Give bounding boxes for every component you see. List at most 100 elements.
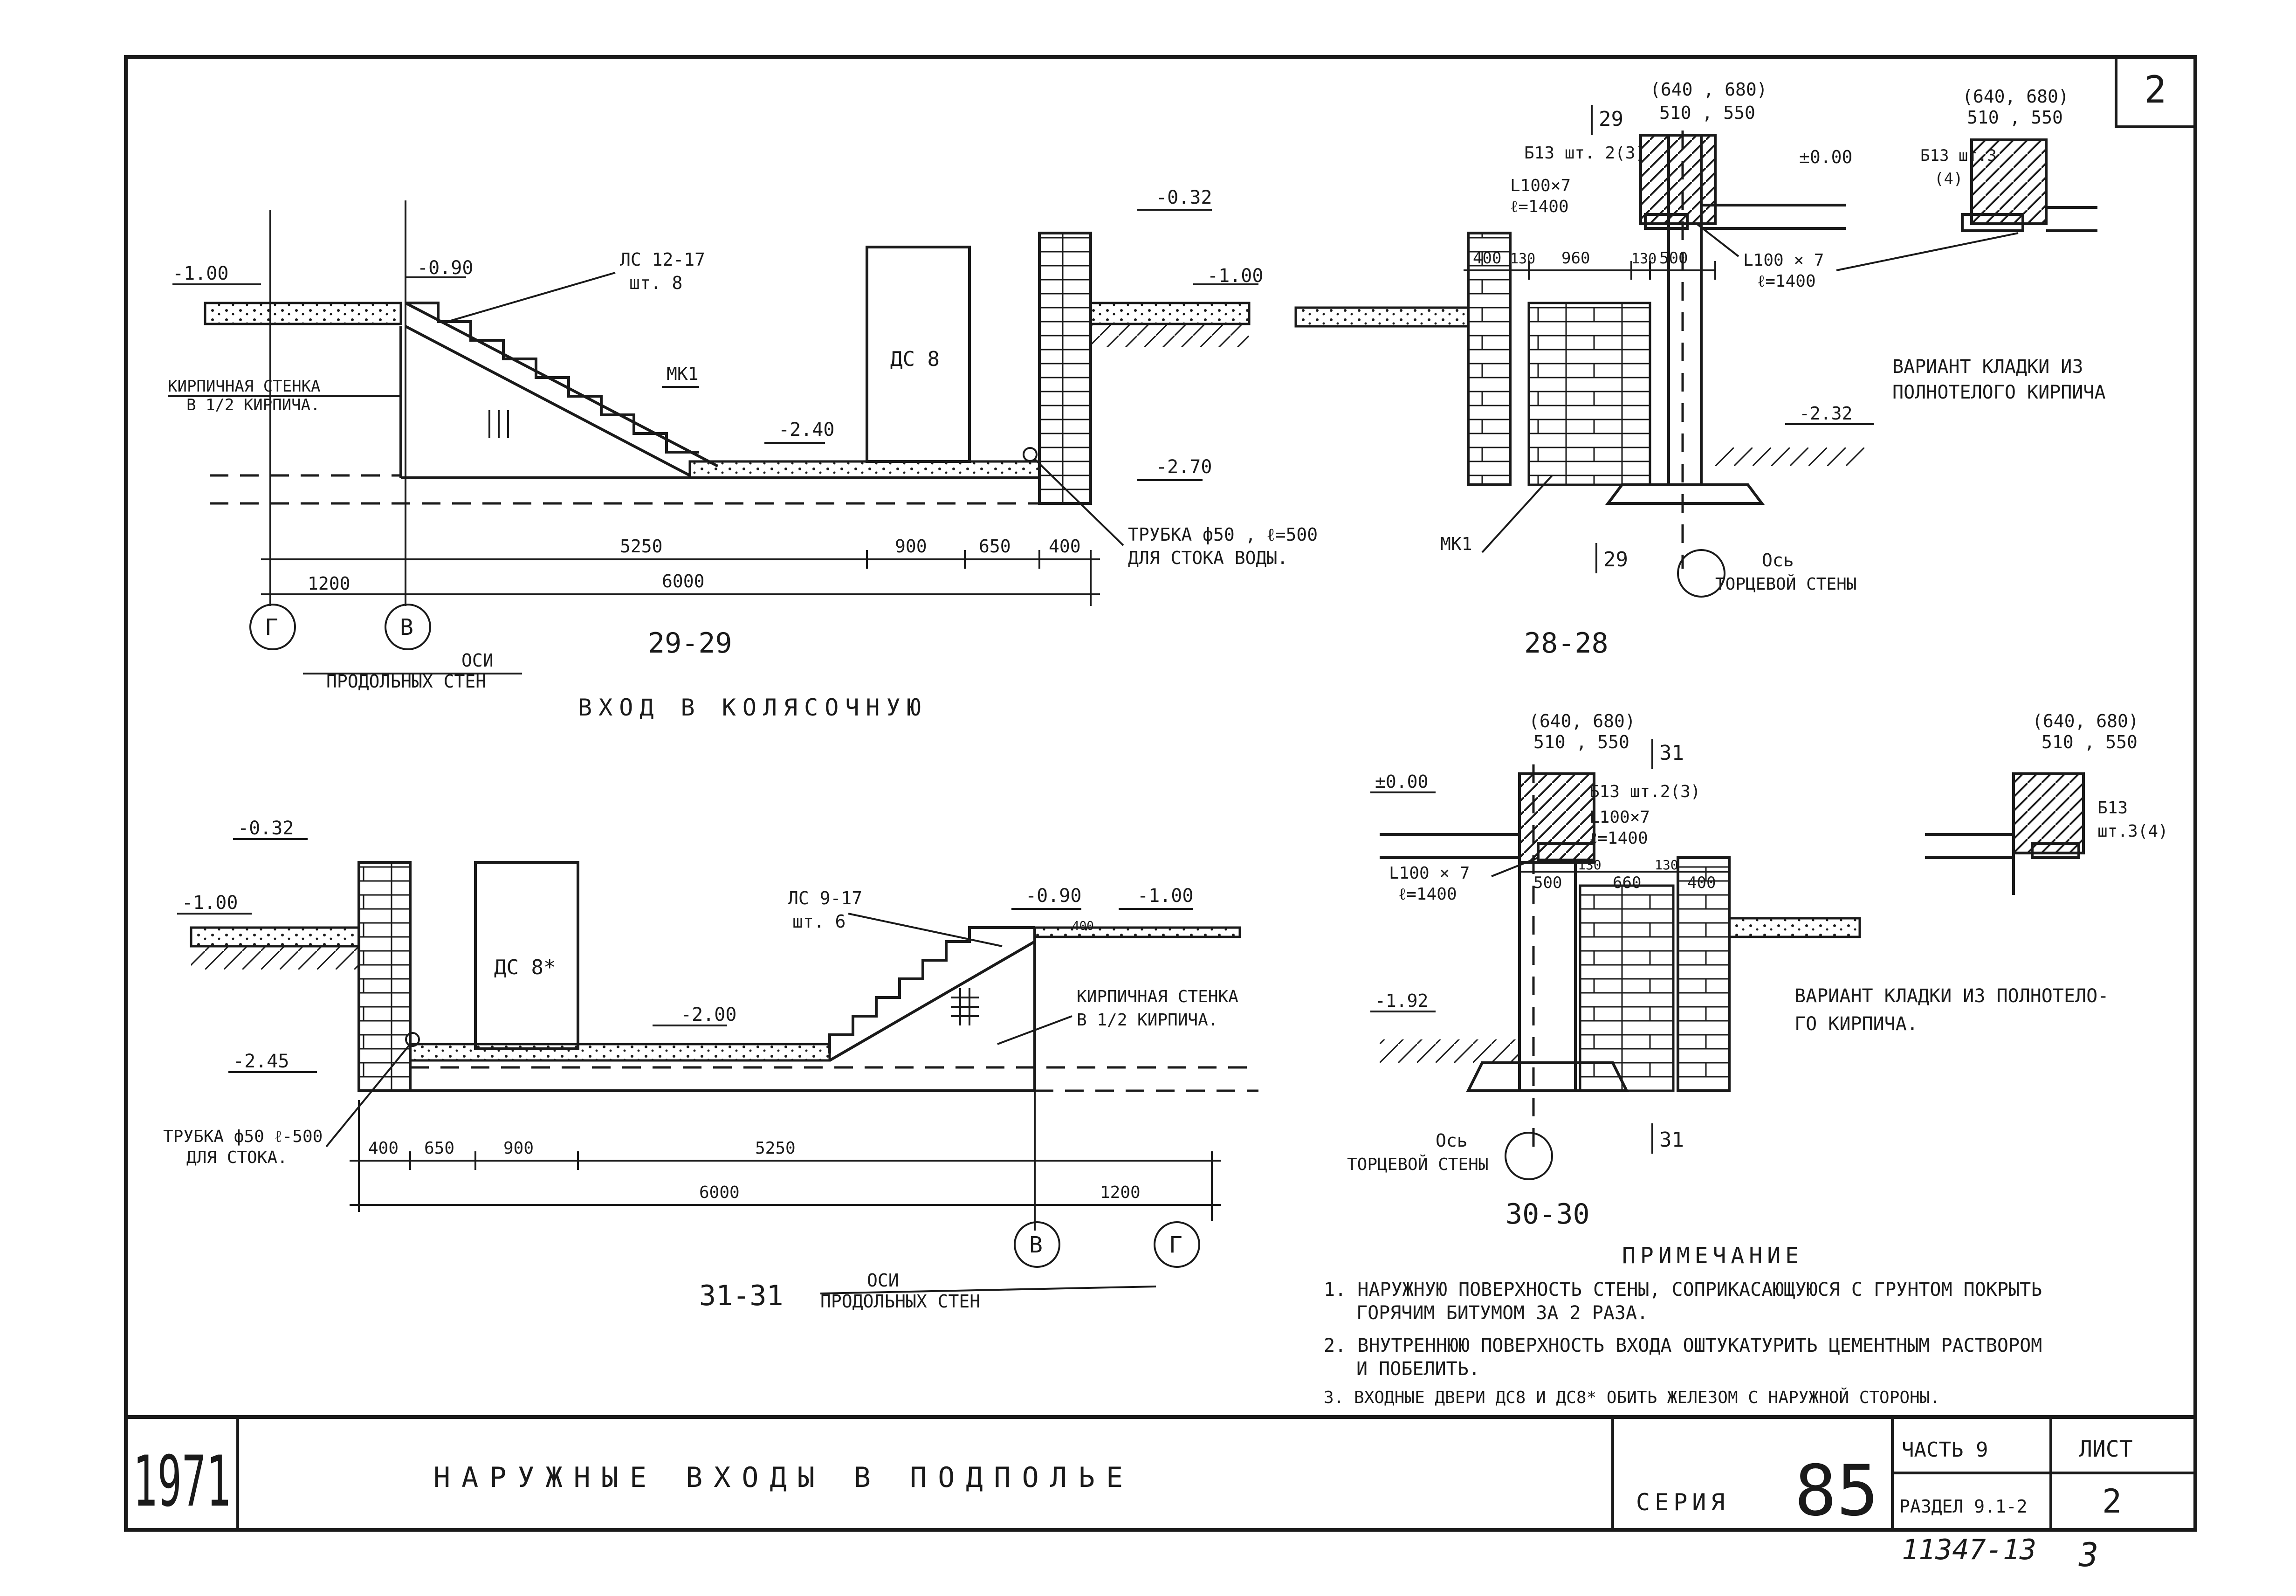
l100rb-28: ℓ=1400 xyxy=(1757,272,1816,291)
end-wall xyxy=(1038,232,1092,505)
ground-28 xyxy=(1294,306,1470,328)
series-label: СЕРИЯ xyxy=(1636,1489,1730,1516)
notes: ПРИМЕЧАНИЕ 1. НАРУЖНУЮ ПОВЕРХНОСТЬ СТЕНЫ… xyxy=(1324,1243,2042,1407)
b13-30: Б13 шт.2(3) xyxy=(1589,782,1700,801)
lc-label: ЛС 12-17 xyxy=(620,249,705,270)
wall-31-leader xyxy=(997,1015,1072,1045)
dim30-660: 660 xyxy=(1613,874,1641,892)
axis-label-28: Ось xyxy=(1762,550,1794,571)
stair-31 xyxy=(828,926,1035,1053)
l100l-leader xyxy=(1491,857,1539,877)
axis-g: Г xyxy=(265,614,278,640)
axis-bubble-g xyxy=(249,604,296,650)
dim31-650: 650 xyxy=(424,1139,454,1158)
masonry-28 xyxy=(1639,134,1717,225)
ground-fill-left xyxy=(204,302,402,325)
dim-650: 650 xyxy=(979,536,1011,557)
notes-title: ПРИМЕЧАНИЕ xyxy=(1622,1243,1803,1269)
footer-code: 11347-13 xyxy=(1902,1534,2036,1566)
section-title-28: 28-28 xyxy=(1524,627,1609,660)
section-label: РАЗДЕЛ 9.1-2 xyxy=(1899,1496,2028,1517)
stair-profile xyxy=(406,302,699,454)
brick-wall-30 xyxy=(1677,856,1731,1092)
note-2b: И ПОБЕЛИТЬ. xyxy=(1356,1358,1480,1380)
dim30-500: 500 xyxy=(1533,874,1562,892)
door-ds8-label: ДС 8 xyxy=(890,347,940,371)
wall-label: КИРПИЧНАЯ СТЕНКА xyxy=(168,377,321,396)
level-r-28: -2.32 xyxy=(1799,403,1852,424)
soil-30 xyxy=(1380,1039,1519,1063)
masonry-30 xyxy=(1518,772,1595,864)
lc-qty: шт. 8 xyxy=(629,273,682,293)
dim28-130b: 130 xyxy=(1631,251,1657,267)
dim28-960: 960 xyxy=(1561,249,1590,268)
levels-31: -0.32 -1.00 -0.90 -1.00 -2.00 -2.45 xyxy=(177,818,1193,1073)
axis-bubble-v xyxy=(385,604,431,650)
note-2: 2. ВНУТРЕННЮЮ ПОВЕРХНОСТЬ ВХОДА ОШТУКАТУ… xyxy=(1324,1335,2042,1356)
section-30-30: (640, 680) 510 , 550 31 31 Б13 шт.2(3) L… xyxy=(1347,711,1861,1231)
section-29-29: ДС 8 -1.00 -0.90 -2.40 -0.32 -1.00 -2.70… xyxy=(168,187,1318,721)
dims-30: 500 130 660 130 400 xyxy=(1519,857,1729,892)
l100lb-30: ℓ=1400 xyxy=(1398,885,1457,904)
section-title-31: 31-31 xyxy=(699,1280,784,1312)
variant-2: (640, 680) 510 , 550 Б13 шт.3(4) ВАРИАНТ… xyxy=(1794,711,2168,1035)
drain-pipe xyxy=(1023,447,1038,462)
variant2-b13b: шт.3(4) xyxy=(2097,822,2168,841)
cut-31-top: 31 xyxy=(1659,741,1684,765)
level-2: -0.90 xyxy=(417,257,473,279)
axis-bubble-28 xyxy=(1677,549,1725,598)
dim31-400: 400 xyxy=(368,1139,399,1158)
axes-label: ОСИ xyxy=(461,650,494,671)
level31-6: -2.45 xyxy=(233,1051,289,1072)
dimension-chain: 5250 900 650 400 1200 6000 xyxy=(261,536,1100,606)
axis-label2-28: ТОРЦЕВОЙ СТЕНЫ xyxy=(1715,574,1856,594)
variant1-dims2: 510 , 550 xyxy=(1967,107,2063,128)
brick-marks xyxy=(488,410,509,438)
lintel-30 xyxy=(1537,842,1595,861)
sheet-number: 2 xyxy=(2144,68,2166,111)
variant2-lintel xyxy=(2031,842,2080,859)
dim31-900: 900 xyxy=(503,1139,534,1158)
part-label: ЧАСТЬ 9 xyxy=(1902,1438,1988,1462)
axes-31-label: ОСИ xyxy=(867,1270,899,1291)
level-3: -2.40 xyxy=(778,419,834,440)
pipe-label: ТРУБКА ф50 , ℓ=500 xyxy=(1128,524,1318,545)
ground-31-right xyxy=(1033,926,1241,938)
l100r-28: L100 × 7 xyxy=(1743,251,1824,270)
soil-31-left xyxy=(191,946,359,970)
pipe-31: ТРУБКА ф50 ℓ-500 xyxy=(163,1127,323,1146)
level31-3: -0.90 xyxy=(1025,885,1081,907)
b13-28: Б13 шт. 2(3) xyxy=(1524,144,1645,163)
footer-num: 3 xyxy=(2078,1536,2098,1574)
axis-v: В xyxy=(400,614,413,640)
stair-underside xyxy=(405,325,691,477)
dim-900: 900 xyxy=(895,536,927,557)
axes-31-label2: ПРОДОЛЬНЫХ СТЕН xyxy=(820,1291,980,1312)
dims-31: 400 650 900 5250 6000 1200 xyxy=(350,1100,1221,1212)
note-1b: ГОРЯЧИМ БИТУМОМ ЗА 2 РАЗА. xyxy=(1356,1302,1648,1324)
variant1-dims: (640, 680) xyxy=(1962,86,2069,107)
level31-5: -2.00 xyxy=(681,1004,736,1025)
axis31-g: Г xyxy=(1169,1232,1182,1258)
axis31-v: В xyxy=(1029,1232,1043,1258)
h400-31: 400 xyxy=(1072,919,1094,933)
wall-31b: В 1/2 КИРПИЧА. xyxy=(1077,1011,1218,1030)
axis-bubble-30 xyxy=(1505,1132,1553,1180)
section-caption-29: ВХОД В КОЛЯСОЧНУЮ xyxy=(578,694,928,721)
variant2-b13: Б13 xyxy=(2097,798,2128,818)
l100-30: L100×7 xyxy=(1589,808,1650,827)
axis-label-30: Ось xyxy=(1436,1130,1468,1151)
wall-label-2: В 1/2 КИРПИЧА. xyxy=(186,396,320,414)
variant-1: (640, 680) 510 , 550 Б13 шт.3 (4) ВАРИАН… xyxy=(1836,86,2106,403)
variant2-dims: (640, 680) xyxy=(2032,711,2139,731)
level-1: -1.00 xyxy=(172,263,228,284)
variant2-caption2: ГО КИРПИЧА. xyxy=(1794,1013,1918,1035)
dim30-130a: 130 xyxy=(1578,857,1602,873)
level31-4: -1.00 xyxy=(1137,885,1193,907)
axes-31-leader xyxy=(820,1286,1156,1294)
axis-label2-30: ТОРЦЕВОЙ СТЕНЫ xyxy=(1347,1155,1488,1174)
dim30-130b: 130 xyxy=(1655,857,1678,873)
variant2-masonry xyxy=(2012,772,2085,854)
l100-28: L100×7 xyxy=(1510,176,1571,195)
